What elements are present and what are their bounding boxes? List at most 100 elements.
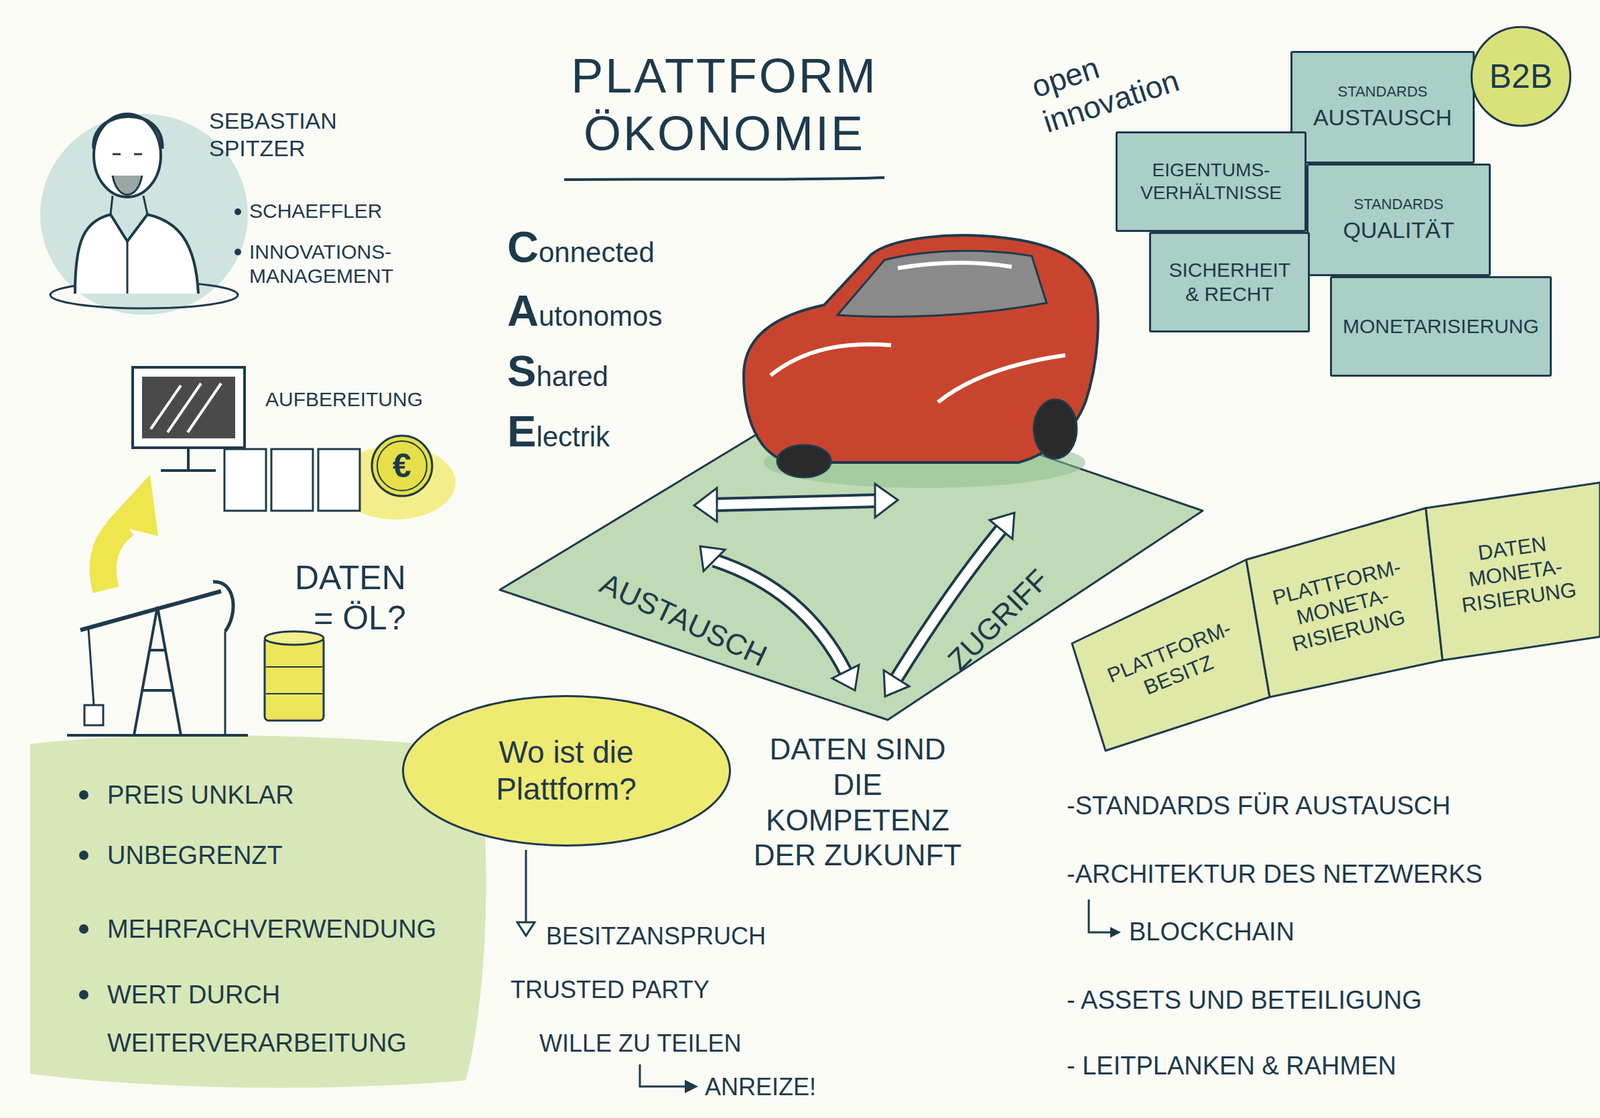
list-item: -ARCHITEKTUR DES NETZWERKS — [1066, 858, 1483, 890]
ellipse-shape — [402, 695, 730, 845]
server — [224, 448, 266, 511]
note-arrow — [1088, 899, 1116, 932]
topic-box: MONETARISIERUNG — [1329, 276, 1552, 377]
speaker-name: SEBASTIAN SPITZER — [209, 107, 338, 163]
label-holder: - ASSETS UND BETEILIGUNG — [1066, 984, 1422, 1016]
label-holder: - LEITPLANKEN & RAHMEN — [1066, 1050, 1397, 1082]
bullet-item: PREIS UNKLAR — [107, 770, 295, 819]
label-holder: Shared — [507, 345, 609, 398]
label-holder: PREIS UNKLAR — [107, 770, 295, 819]
speaker-company: SCHAEFFLER — [249, 198, 382, 224]
ellipse-shape — [1471, 26, 1570, 126]
ellipse-outline — [397, 693, 736, 848]
person-lines — [110, 195, 148, 294]
note-text: BESITZANSPRUCH — [546, 921, 766, 951]
label-holder: BESITZANSPRUCH — [546, 921, 766, 951]
exchange-arrow — [714, 500, 878, 505]
person-hair — [93, 116, 163, 149]
label-holder: BLOCKCHAIN — [1128, 916, 1295, 948]
oil-barrel — [264, 636, 324, 721]
label-holder: TRUSTED PARTY — [510, 974, 710, 1004]
acronym-line: Autonomos — [507, 284, 662, 338]
acronym-line: Shared — [507, 345, 609, 398]
car-highlight — [770, 262, 1066, 403]
question-ellipse: Wo ist die Plattform? — [397, 693, 736, 848]
label-holder: UNBEGRENZT — [107, 830, 283, 880]
label-holder: -ARCHITEKTUR DES NETZWERKS — [1066, 858, 1483, 890]
node-text: Wo ist die Plattform? — [452, 733, 681, 808]
exchange-arrow — [714, 560, 846, 672]
node-text: QUALITÄT — [1342, 216, 1454, 244]
label-holder: ANREIZE! — [704, 1072, 817, 1101]
diagram-title: PLATTFORM ÖKONOMIE — [570, 46, 878, 163]
acronym-line: Connected — [507, 221, 655, 274]
exchange-arrow — [714, 560, 846, 672]
box-heading: STANDARDS — [1353, 195, 1444, 214]
label-holder: DATEN = ÖL? — [294, 557, 407, 638]
car-body — [743, 235, 1099, 463]
bullet-item: UNBEGRENZT — [107, 830, 283, 880]
access-arrow-head — [883, 670, 910, 697]
ground-line — [67, 733, 248, 737]
shape-fill — [1246, 507, 1443, 697]
person-eyes — [112, 153, 143, 156]
list-item: BLOCKCHAIN — [1128, 916, 1295, 948]
text-holder: DATEN MONETA- RISIERUNG — [1453, 527, 1578, 618]
label-holder: -STANDARDS FÜR AUSTAUSCH — [1066, 790, 1451, 822]
band-segment: DATEN MONETA- RISIERUNG — [1425, 482, 1600, 660]
speaker-role: INNOVATIONS- MANAGEMENT — [249, 239, 394, 289]
label-holder: WERT DURCH WEITERVERARBEITUNG — [107, 970, 483, 1067]
label-holder: SEBASTIAN SPITZER — [209, 107, 338, 163]
topic-box: STANDARDSAUSTAUSCH — [1290, 50, 1475, 164]
pump-head — [213, 581, 234, 632]
bullet-dot — [79, 989, 89, 999]
pump-box — [84, 704, 104, 725]
node-text: B2B — [1489, 56, 1554, 97]
access-arrow — [896, 529, 1002, 679]
barrel-hoops — [265, 666, 323, 694]
bullet-dot — [234, 208, 242, 216]
list-item: -STANDARDS FÜR AUSTAUSCH — [1066, 790, 1451, 822]
server — [271, 448, 313, 511]
box-heading: STANDARDS — [1337, 83, 1428, 101]
bullet-dot — [79, 923, 89, 934]
topic-heading: open innovation — [1027, 26, 1184, 141]
bullet-dot — [234, 248, 242, 256]
band-segment: PLATTFORM- MONETA- RISIERUNG — [1246, 507, 1443, 697]
note-text: WILLE ZU TEILEN — [539, 1028, 742, 1058]
note-arrow-head — [684, 1079, 699, 1093]
key-statement: DATEN SIND DIE KOMPETENZ DER ZUKUNFT — [747, 731, 969, 874]
shape-fill — [1425, 482, 1600, 660]
car-wheel — [777, 444, 831, 478]
bullet-dot — [79, 850, 89, 860]
data-question: DATEN = ÖL? — [294, 557, 407, 638]
node-text: SICHERHEIT & RECHT — [1168, 257, 1290, 307]
monitor — [132, 367, 245, 448]
bullet-dot — [79, 789, 89, 800]
car-wheel — [1033, 399, 1077, 459]
exchange-arrow-head — [832, 664, 859, 691]
title-holder: PLATTFORM ÖKONOMIE — [564, 46, 885, 163]
screen-hatch — [150, 383, 222, 433]
list-item: - LEITPLANKEN & RAHMEN — [1066, 1050, 1397, 1082]
monitor-screen — [142, 376, 236, 439]
note-arrow — [639, 1063, 692, 1087]
exchange-arrow-head — [700, 546, 725, 571]
node-text: DATEN MONETA- RISIERUNG — [1453, 527, 1578, 618]
note-text: ANREIZE! — [704, 1072, 817, 1101]
person-body — [75, 214, 199, 294]
pump-rod — [88, 628, 226, 736]
server — [318, 448, 360, 511]
badge-circle: B2B — [1470, 25, 1572, 128]
label-holder: Electrik — [507, 405, 610, 458]
label-holder: Connected — [507, 221, 655, 274]
acronym-line: Electrik — [507, 405, 610, 458]
currency-symbol: € — [392, 445, 412, 486]
process-arrow — [103, 523, 126, 590]
shape-fill — [1072, 559, 1270, 751]
access-arrow — [896, 529, 1002, 679]
bullet-item: WERT DURCH WEITERVERARBEITUNG — [107, 970, 483, 1067]
note-arrow-head — [1110, 926, 1121, 938]
note-arrow-head — [517, 921, 535, 936]
